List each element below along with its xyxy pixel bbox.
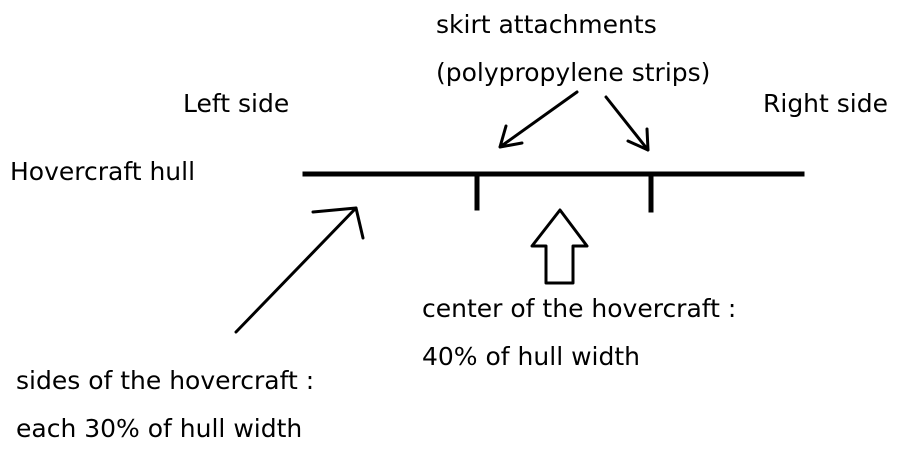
skirt-arrow-left — [498, 90, 579, 149]
side-arrow — [234, 206, 365, 334]
center-label: center of the hovercraft : 40% of hull w… — [422, 285, 736, 381]
right-side-label: Right side — [763, 89, 888, 118]
skirt-label-line1: skirt attachments — [436, 10, 657, 39]
sides-label-line2: each 30% of hull width — [16, 414, 303, 443]
hovercraft-hull-label: Hovercraft hull — [10, 157, 196, 186]
left-side-label: Left side — [183, 89, 290, 118]
center-up-arrow — [530, 208, 589, 285]
center-label-line1: center of the hovercraft : — [422, 294, 737, 323]
sides-label-line1: sides of the hovercraft : — [16, 366, 315, 395]
skirt-label-line2: (polypropylene strips) — [436, 58, 711, 87]
center-label-line2: 40% of hull width — [422, 342, 640, 371]
skirt-arrow-right — [604, 95, 650, 152]
sides-label: sides of the hovercraft : each 30% of hu… — [16, 357, 314, 453]
skirt-attachments-label: skirt attachments (polypropylene strips) — [436, 1, 710, 97]
